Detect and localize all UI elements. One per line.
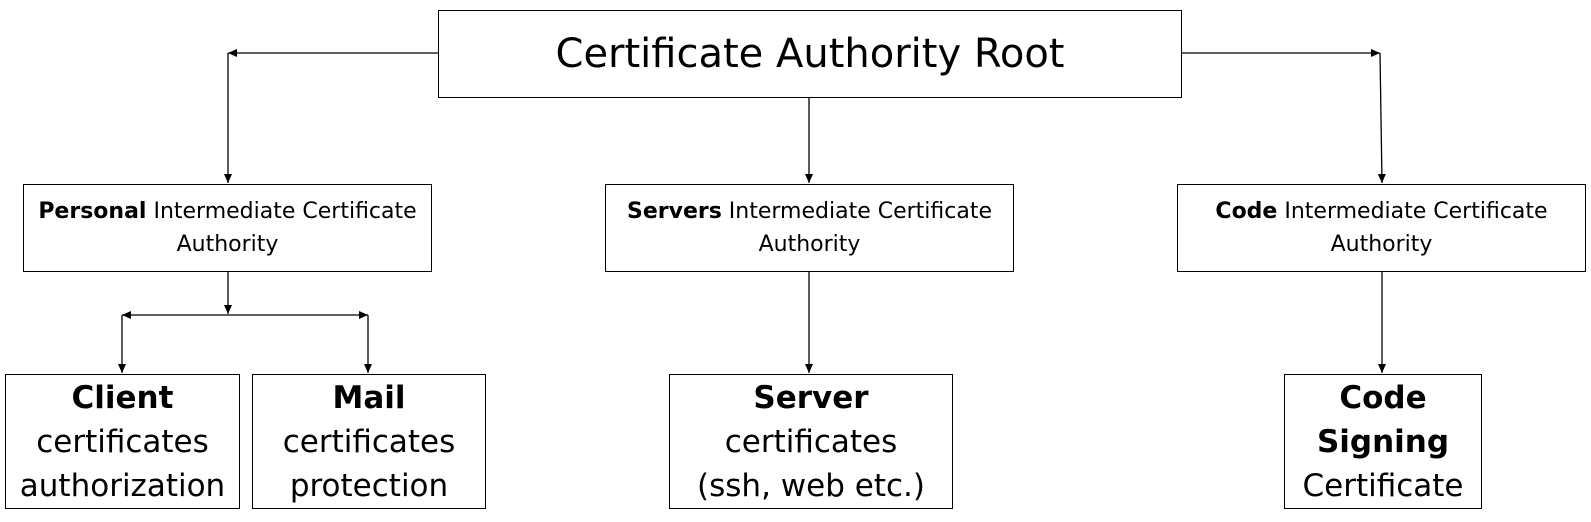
servers-intermediate-node: Servers Intermediate Certificate Authori… (605, 184, 1014, 272)
server-leaf-line3: (ssh, web etc.) (697, 467, 925, 504)
code-intermediate-node: Code Intermediate Certificate Authority (1177, 184, 1586, 272)
servers-intermediate-text: Servers Intermediate Certificate Authori… (614, 195, 1005, 261)
server-leaf-line2: certificates (724, 423, 898, 460)
code-signing-leaf-line2: Signing (1316, 423, 1450, 460)
mail-leaf-node: Mail certificates protection (252, 374, 486, 509)
personal-intermediate-bold: Personal (38, 199, 147, 224)
code-intermediate-text: Code Intermediate Certificate Authority (1186, 195, 1577, 261)
client-leaf-title: Client (71, 379, 174, 416)
servers-intermediate-rest: Intermediate Certificate Authority (721, 199, 993, 257)
mail-leaf-line2: certificates (282, 423, 456, 460)
personal-intermediate-text: Personal Intermediate Certificate Author… (32, 195, 423, 261)
servers-intermediate-bold: Servers (626, 199, 722, 224)
code-drop-line (1377, 52, 1386, 184)
personal-intermediate-node: Personal Intermediate Certificate Author… (23, 184, 432, 272)
code-signing-leaf-title: Code (1339, 379, 1427, 416)
client-leaf-line3: authorization (19, 467, 226, 504)
root-label: Certificate Authority Root (555, 31, 1065, 77)
code-signing-leaf-line3: Certificate (1302, 467, 1464, 504)
code-intermediate-bold: Code (1215, 199, 1278, 224)
client-leaf-node: Client certificates authorization (5, 374, 240, 509)
mail-leaf-line3: protection (289, 467, 449, 504)
root-node: Certificate Authority Root (438, 10, 1182, 98)
server-leaf-node: Server certificates (ssh, web etc.) (669, 374, 953, 509)
code-intermediate-rest: Intermediate Certificate Authority (1277, 199, 1548, 257)
personal-intermediate-rest: Intermediate Certificate Authority (146, 199, 417, 257)
server-leaf-title: Server (753, 379, 869, 416)
code-signing-leaf-node: Code Signing Certificate (1284, 374, 1482, 509)
client-leaf-line2: certificates (36, 423, 209, 460)
mail-leaf-title: Mail (332, 379, 406, 416)
